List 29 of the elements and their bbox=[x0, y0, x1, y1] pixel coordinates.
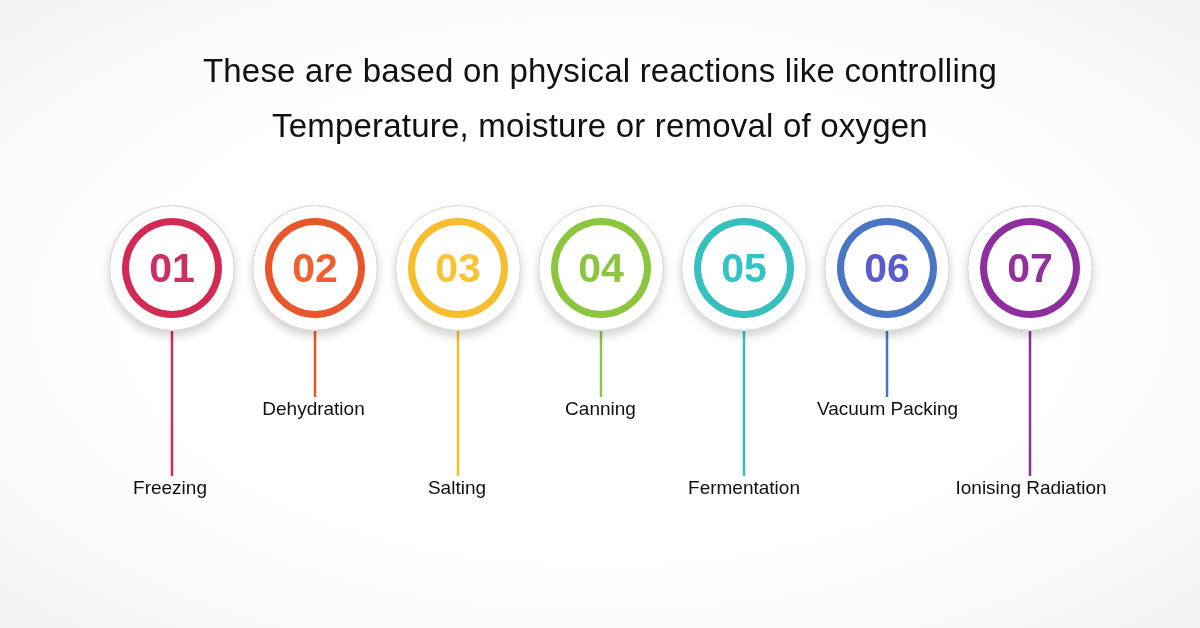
method-label: Vacuum Packing bbox=[816, 397, 959, 420]
step-number: 05 bbox=[721, 247, 767, 289]
step-number-circle bbox=[967, 205, 1093, 331]
leader-line bbox=[885, 331, 889, 397]
step-number-circle bbox=[252, 205, 378, 331]
leader-line bbox=[456, 331, 460, 476]
step-number: 03 bbox=[435, 247, 481, 289]
leader-line bbox=[1028, 331, 1032, 476]
step-number-circle bbox=[109, 205, 235, 331]
step-number-circle bbox=[681, 205, 807, 331]
method-label: Freezing bbox=[133, 476, 207, 499]
method-label: Canning bbox=[565, 397, 636, 420]
step-number: 04 bbox=[578, 247, 624, 289]
leader-line bbox=[170, 331, 174, 476]
method-label: Salting bbox=[427, 476, 487, 499]
step-number: 07 bbox=[1007, 247, 1053, 289]
step-number: 02 bbox=[292, 247, 338, 289]
step-number-circle bbox=[395, 205, 521, 331]
method-label: Ionising Radiation bbox=[955, 476, 1107, 499]
leader-line bbox=[599, 331, 603, 397]
step-number: 06 bbox=[864, 247, 910, 289]
step-number: 01 bbox=[149, 247, 195, 289]
title-text: These are based on physical reactions like controlling Temperature, moisture or removal of oxygen bbox=[201, 51, 999, 146]
method-label: Fermentation bbox=[688, 476, 800, 499]
step-number-circle bbox=[538, 205, 664, 331]
method-label: Dehydration bbox=[262, 397, 365, 420]
step-number-circle bbox=[824, 205, 950, 331]
leader-line bbox=[742, 331, 746, 476]
leader-line bbox=[313, 331, 317, 397]
